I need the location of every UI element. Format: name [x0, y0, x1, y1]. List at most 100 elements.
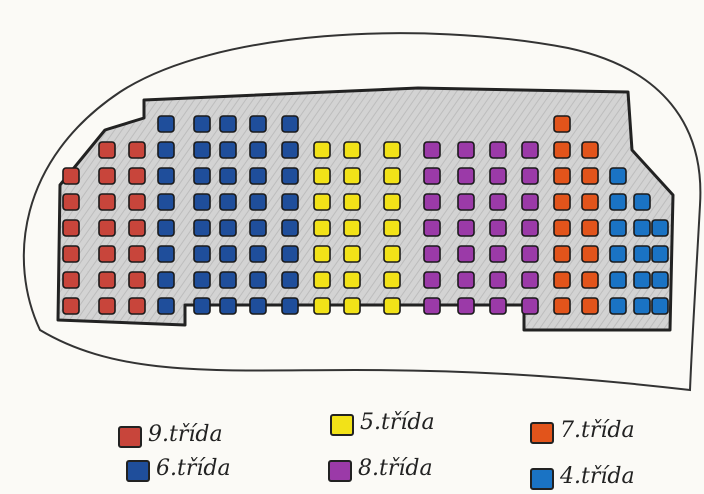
seat-16-3: [553, 245, 571, 263]
seat-18-3: [609, 245, 627, 263]
seat-1-5: [62, 193, 80, 211]
seat-4-2: [157, 271, 175, 289]
seat-7-2: [249, 271, 267, 289]
seat-19-4: [633, 219, 651, 237]
seat-8-4: [281, 219, 299, 237]
seat-20-1: [651, 297, 669, 315]
seat-2-7: [98, 141, 116, 159]
seat-13-5: [457, 193, 475, 211]
seat-17-7: [581, 141, 599, 159]
seat-10-6: [343, 167, 361, 185]
seat-16-7: [553, 141, 571, 159]
seat-3-6: [128, 167, 146, 185]
seat-11-1: [383, 297, 401, 315]
seat-12-7: [423, 141, 441, 159]
seat-18-1: [609, 297, 627, 315]
seat-19-3: [633, 245, 651, 263]
seat-6-7: [219, 141, 237, 159]
seat-9-4: [313, 219, 331, 237]
seat-11-7: [383, 141, 401, 159]
seat-12-2: [423, 271, 441, 289]
seat-4-6: [157, 167, 175, 185]
seat-5-3: [193, 245, 211, 263]
seat-10-5: [343, 193, 361, 211]
seat-13-4: [457, 219, 475, 237]
seat-16-8: [553, 115, 571, 133]
seat-15-6: [521, 167, 539, 185]
seat-19-2: [633, 271, 651, 289]
seat-1-6: [62, 167, 80, 185]
seat-9-2: [313, 271, 331, 289]
seat-5-2: [193, 271, 211, 289]
seat-13-1: [457, 297, 475, 315]
seat-2-5: [98, 193, 116, 211]
seat-8-7: [281, 141, 299, 159]
seat-8-8: [281, 115, 299, 133]
seat-18-5: [609, 193, 627, 211]
seat-12-5: [423, 193, 441, 211]
seat-15-4: [521, 219, 539, 237]
legend-swatch-7: [530, 422, 554, 444]
seat-13-7: [457, 141, 475, 159]
seat-14-2: [489, 271, 507, 289]
seat-20-4: [651, 219, 669, 237]
seat-6-6: [219, 167, 237, 185]
seat-20-3: [651, 245, 669, 263]
seat-9-7: [313, 141, 331, 159]
seat-18-6: [609, 167, 627, 185]
seat-2-3: [98, 245, 116, 263]
seat-16-5: [553, 193, 571, 211]
legend-swatch-4: [530, 468, 554, 490]
seat-14-4: [489, 219, 507, 237]
seat-17-4: [581, 219, 599, 237]
seat-6-2: [219, 271, 237, 289]
seat-16-1: [553, 297, 571, 315]
seat-3-4: [128, 219, 146, 237]
legend-label-6: 6.třída: [156, 456, 231, 481]
seat-5-8: [193, 115, 211, 133]
seat-9-3: [313, 245, 331, 263]
seat-2-4: [98, 219, 116, 237]
seat-6-8: [219, 115, 237, 133]
seat-17-1: [581, 297, 599, 315]
seat-5-5: [193, 193, 211, 211]
seat-6-3: [219, 245, 237, 263]
seat-13-6: [457, 167, 475, 185]
seat-3-2: [128, 271, 146, 289]
legend-swatch-9: [118, 426, 142, 448]
seat-16-6: [553, 167, 571, 185]
seat-18-2: [609, 271, 627, 289]
seat-14-1: [489, 297, 507, 315]
seat-13-2: [457, 271, 475, 289]
seat-5-1: [193, 297, 211, 315]
legend-swatch-6: [126, 460, 150, 482]
seat-4-3: [157, 245, 175, 263]
legend-swatch-8: [328, 460, 352, 482]
seat-5-7: [193, 141, 211, 159]
seat-2-2: [98, 271, 116, 289]
legend-label-9: 9.třída: [148, 422, 223, 447]
seat-15-2: [521, 271, 539, 289]
seat-10-7: [343, 141, 361, 159]
seat-7-1: [249, 297, 267, 315]
seat-6-5: [219, 193, 237, 211]
seat-4-8: [157, 115, 175, 133]
seat-7-5: [249, 193, 267, 211]
seat-8-1: [281, 297, 299, 315]
seat-17-6: [581, 167, 599, 185]
seat-14-3: [489, 245, 507, 263]
seat-17-5: [581, 193, 599, 211]
seat-7-3: [249, 245, 267, 263]
seat-9-1: [313, 297, 331, 315]
seat-13-3: [457, 245, 475, 263]
seat-7-8: [249, 115, 267, 133]
seat-10-3: [343, 245, 361, 263]
seat-8-5: [281, 193, 299, 211]
seat-11-2: [383, 271, 401, 289]
seat-12-4: [423, 219, 441, 237]
seat-15-7: [521, 141, 539, 159]
seat-1-3: [62, 245, 80, 263]
seat-16-4: [553, 219, 571, 237]
